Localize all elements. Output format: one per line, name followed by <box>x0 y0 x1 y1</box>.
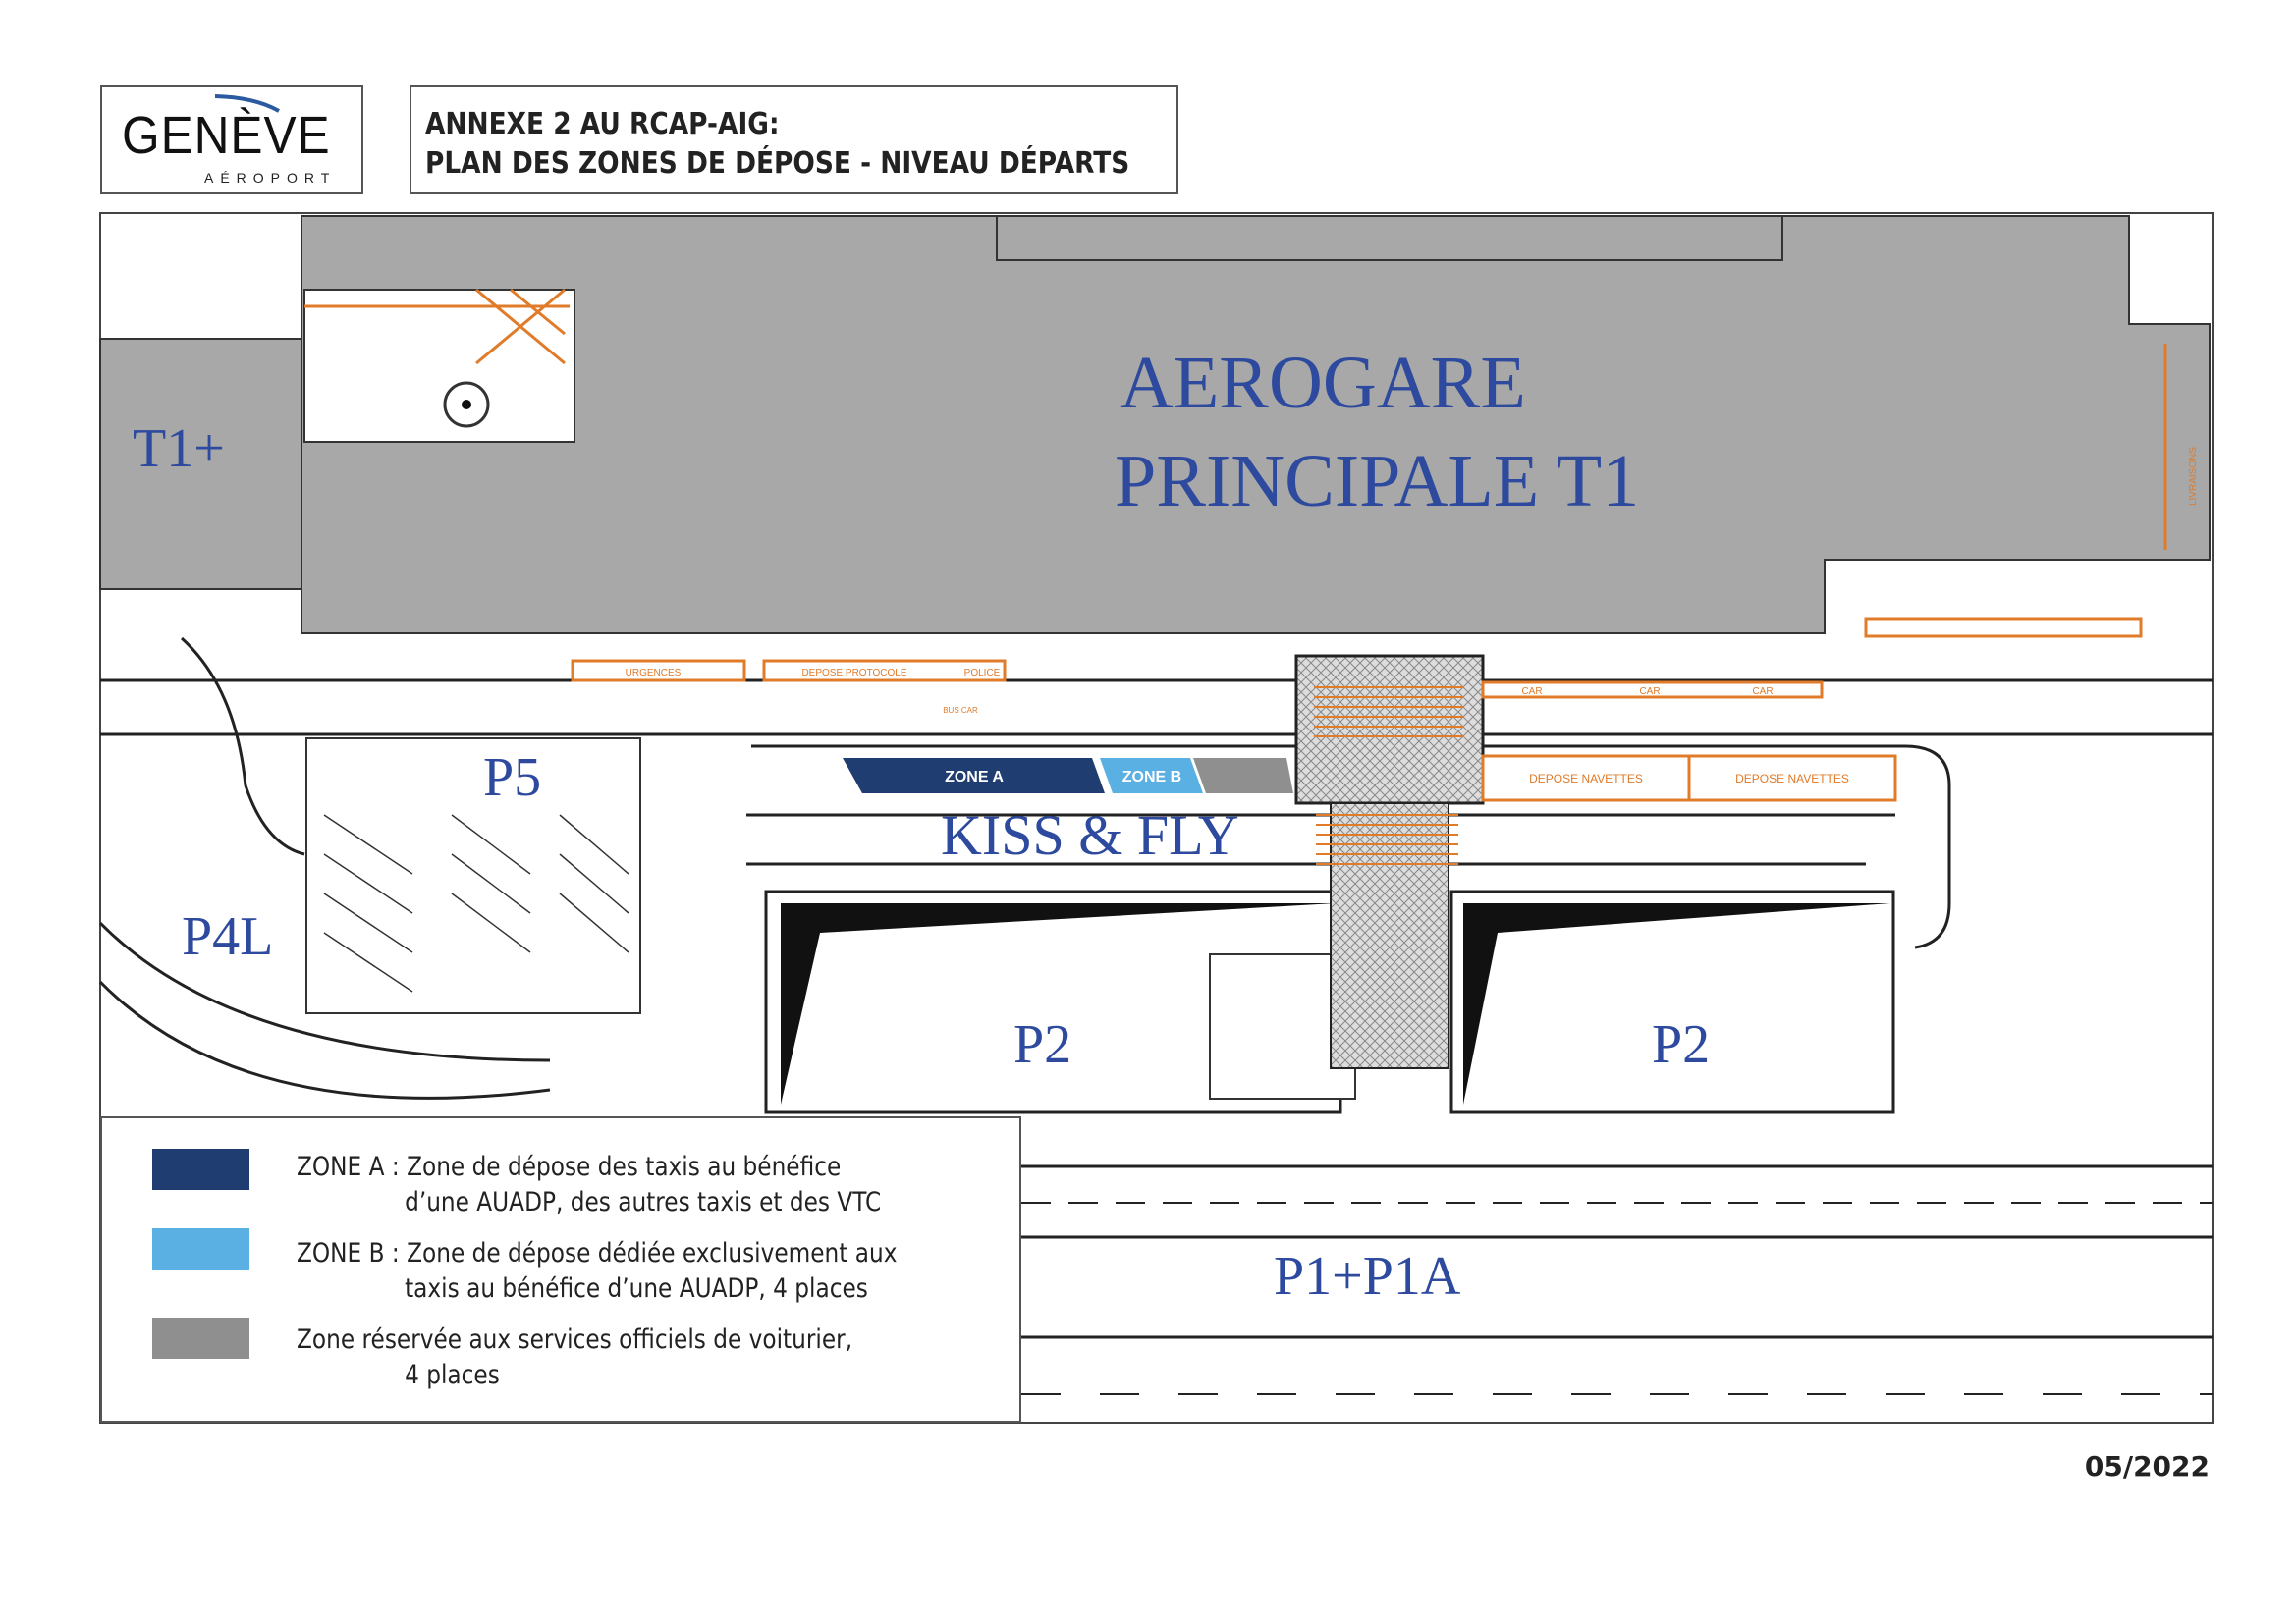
legend-swatch-zone-b <box>152 1228 249 1270</box>
legend-swatch-zone-a <box>152 1149 249 1190</box>
title-line-2: PLAN DES ZONES DE DÉPOSE - NIVEAU DÉPART… <box>425 146 1130 181</box>
terminal-roof-outline <box>996 215 1783 261</box>
legend-item-zone-b: ZONE B : Zone de dépose dédiée exclusive… <box>297 1236 897 1307</box>
terminal-label-2: PRINCIPALE T1 <box>1115 440 1639 522</box>
logo-sub: AÉROPORT <box>204 170 337 186</box>
document-title: ANNEXE 2 AU RCAP-AIG: PLAN DES ZONES DE … <box>410 85 1178 194</box>
p5-label: P5 <box>483 747 541 808</box>
terminal-building <box>301 215 2211 634</box>
legend: ZONE A : Zone de dépose des taxis au bén… <box>100 1116 1021 1423</box>
legend-zone-b-line1: ZONE B : Zone de dépose dédiée exclusive… <box>297 1238 898 1269</box>
p4l-label: P4L <box>182 906 273 967</box>
p2-left-ramp <box>781 903 1336 1105</box>
zone-b-label: ZONE B <box>1122 769 1181 785</box>
legend-zone-b-line2: taxis au bénéfice d’une AUADP, 4 places <box>405 1273 868 1304</box>
document-date: 05/2022 <box>2084 1450 2210 1483</box>
t1plus-label: T1+ <box>133 418 225 479</box>
annex-orange-markings <box>304 288 570 365</box>
logo-word: GENÈVE <box>122 106 331 165</box>
navettes-label-1: DEPOSE NAVETTES <box>1529 772 1643 785</box>
legend-swatch-valet <box>152 1318 249 1359</box>
p2-left-label: P2 <box>1013 1014 1071 1075</box>
title-line-1: ANNEXE 2 AU RCAP-AIG: <box>425 107 780 141</box>
p2-right-ramp <box>1463 903 1890 1105</box>
curb-markings <box>571 344 2167 802</box>
geneve-aeroport-logo: GENÈVE AÉROPORT <box>100 85 363 194</box>
car-label-3: CAR <box>1752 686 1773 697</box>
road-lines <box>98 636 2213 1395</box>
bus-car-label: BUS CAR <box>943 706 978 715</box>
zone-a-area <box>843 758 1105 793</box>
legend-item-valet: Zone réservée aux services officiels de … <box>297 1323 852 1393</box>
car-label-2: CAR <box>1639 686 1660 697</box>
rotunda-center <box>462 400 471 409</box>
kiss-fly-label: KISS & FLY <box>941 803 1239 867</box>
valet-zone-area <box>1193 758 1293 793</box>
p1-p1a-label: P1+P1A <box>1274 1246 1461 1307</box>
zone-a-label: ZONE A <box>945 769 1004 785</box>
t1-annex <box>303 289 575 443</box>
depose-protocole-label: DEPOSE PROTOCOLE <box>801 668 906 678</box>
terminal-label-1: AEROGARE <box>1120 342 1526 424</box>
navettes-label-2: DEPOSE NAVETTES <box>1735 772 1849 785</box>
urgences-label: URGENCES <box>626 668 682 678</box>
legend-valet-line2: 4 places <box>405 1360 500 1390</box>
legend-valet-line1: Zone réservée aux services officiels de … <box>297 1325 853 1355</box>
pedestrian-bridge-stem <box>1330 802 1449 1069</box>
logo-swoosh-icon <box>214 94 280 113</box>
legend-zone-a-line1: ZONE A : Zone de dépose des taxis au bén… <box>297 1152 842 1182</box>
car-label-1: CAR <box>1521 686 1542 697</box>
p2-right-label: P2 <box>1652 1014 1710 1075</box>
livraisons-label: LIVRAISONS <box>2188 447 2199 506</box>
police-label: POLICE <box>964 668 1001 678</box>
pedestrian-bridge <box>1294 654 1485 805</box>
zone-b-area <box>1100 758 1203 793</box>
legend-item-zone-a: ZONE A : Zone de dépose des taxis au bén… <box>297 1150 881 1220</box>
legend-zone-a-line2: d’une AUADP, des autres taxis et des VTC <box>405 1187 882 1217</box>
crosswalk-stripes <box>1314 686 1463 865</box>
p5-stalls <box>323 814 629 993</box>
t1plus-building <box>99 338 302 590</box>
